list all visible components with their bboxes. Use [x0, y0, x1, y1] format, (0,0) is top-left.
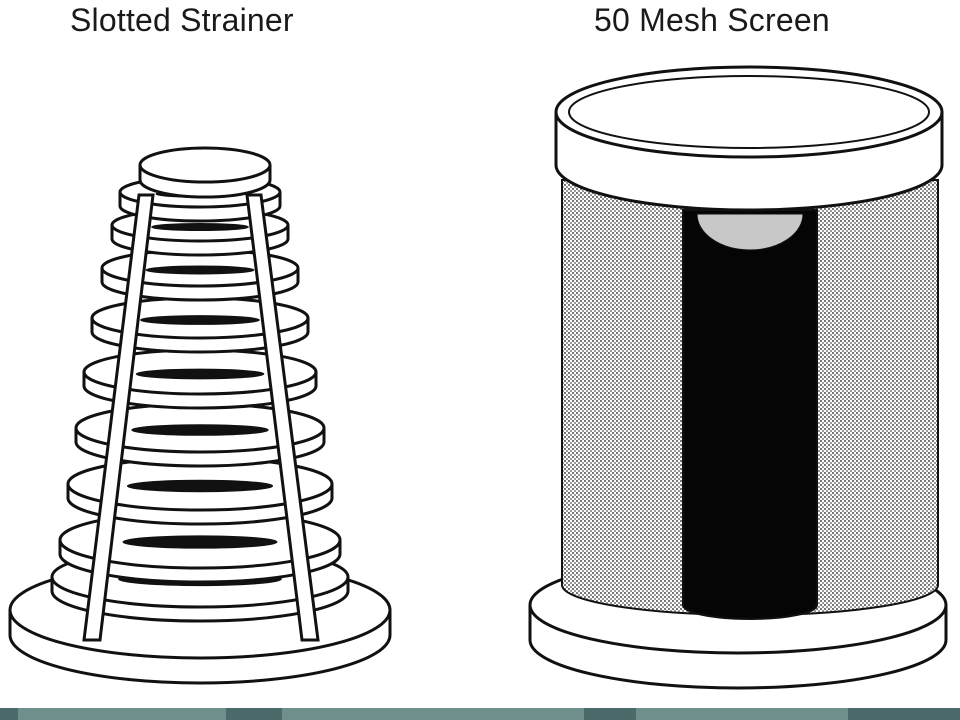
strainer-support-rods — [82, 193, 320, 642]
footer-segment — [636, 708, 848, 720]
slotted-strainer-title: Slotted Strainer — [70, 2, 294, 38]
slotted-strainer-drawing — [8, 146, 392, 685]
strainer-ring — [58, 510, 342, 584]
footer-segment — [282, 708, 584, 720]
strainer-ring — [66, 456, 334, 526]
strainer-top-cap — [138, 146, 272, 199]
footer-segment — [584, 708, 636, 720]
footer-decorative-bar — [0, 708, 960, 720]
strainer-ring — [74, 402, 326, 468]
footer-segment — [848, 708, 960, 720]
mesh-inner-core — [682, 209, 818, 620]
footer-segment — [226, 708, 282, 720]
mesh-screen-drawing — [528, 65, 948, 690]
mesh-core-top-opening — [696, 213, 804, 251]
strainer-ring — [82, 348, 318, 410]
footer-segment — [18, 708, 226, 720]
mesh-top-lid — [554, 65, 944, 212]
mesh-screen-title: 50 Mesh Screen — [594, 2, 830, 38]
footer-segment — [0, 708, 18, 720]
strainer-ring — [100, 248, 300, 302]
